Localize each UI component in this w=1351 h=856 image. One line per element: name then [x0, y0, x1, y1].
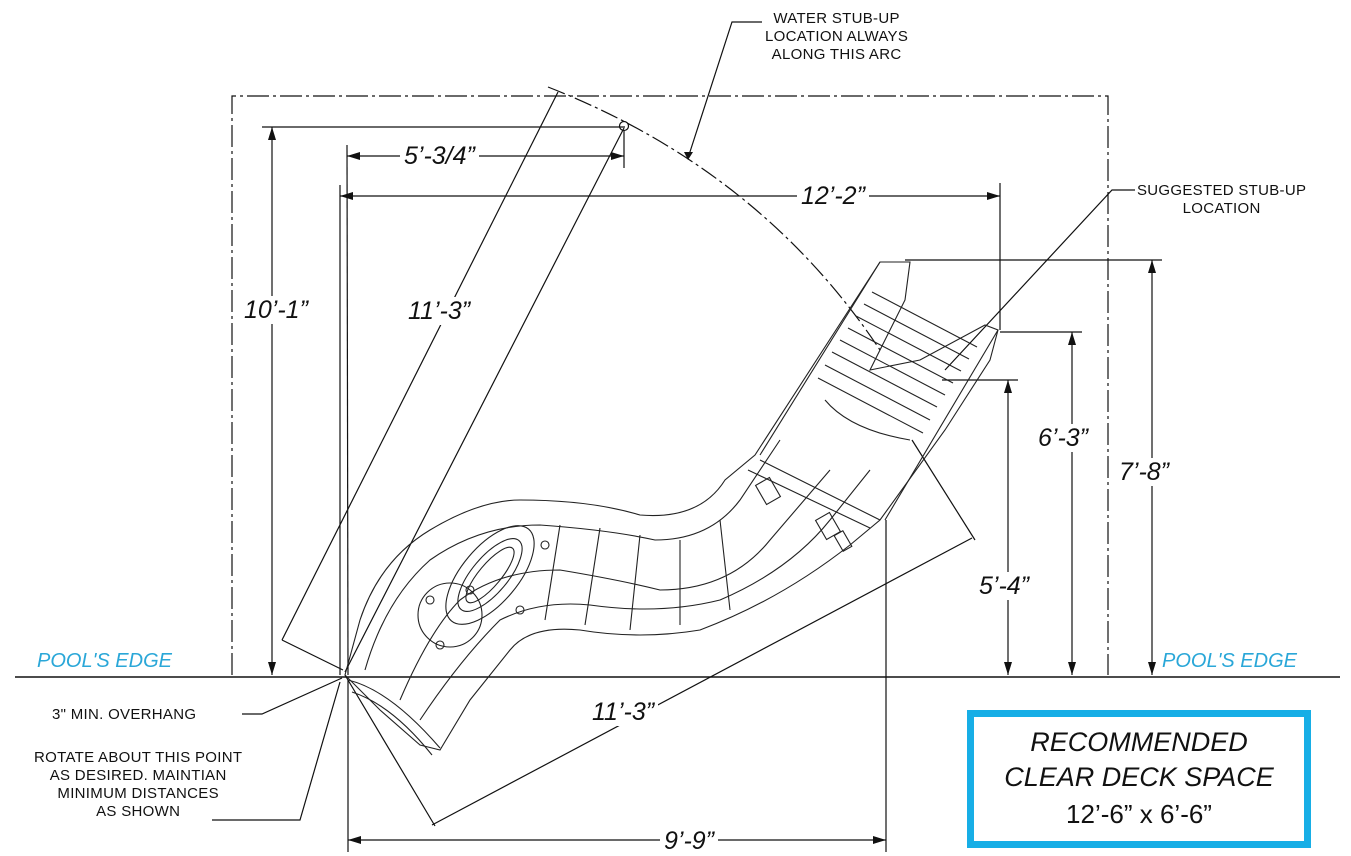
clear-deck-boundary: [231, 95, 1109, 675]
slide-body: [344, 261, 999, 756]
dimension-10-1: 10’-1”: [240, 296, 312, 324]
rotate-note: ROTATE ABOUT THIS POINT AS DESIRED. MAIN…: [34, 749, 243, 820]
deck-space-size: 12’-6” x 6’-6”: [1066, 799, 1212, 829]
dimension-5-4: 5’-4”: [975, 572, 1034, 600]
dimension-11-3-top: 11’-3”: [404, 297, 475, 325]
dimension-6-3: 6’-3”: [1034, 424, 1093, 452]
recommended-title: RECOMMENDED: [1030, 727, 1248, 757]
suggested-stub-note: SUGGESTED STUB-UP LOCATION: [1137, 182, 1307, 217]
dimension-11-3-bottom: 11’-3”: [588, 698, 659, 726]
overhang-note: 3" MIN. OVERHANG: [52, 706, 197, 723]
recommended-deck-space-box: RECOMMENDED CLEAR DECK SPACE 12’-6” x 6’…: [967, 710, 1311, 848]
pool-edge-right-label: POOL'S EDGE: [1162, 650, 1297, 672]
dimension-5-3-4: 5’-3/4”: [400, 142, 479, 170]
water-stub-leader: [687, 21, 762, 159]
dimension-7-8: 7’-8”: [1115, 458, 1174, 486]
clear-deck-space-title: CLEAR DECK SPACE: [1004, 762, 1274, 792]
dimension-9-9: 9’-9”: [660, 827, 719, 855]
water-stub-note: WATER STUB-UP LOCATION ALWAYS ALONG THIS…: [765, 10, 909, 63]
stub-up-point: [618, 120, 630, 132]
suggested-stub-leader: [944, 189, 1135, 371]
dimension-12-2: 12’-2”: [797, 182, 869, 210]
stub-up-arc: [547, 86, 881, 351]
pool-edge-left-label: POOL'S EDGE: [37, 650, 172, 672]
